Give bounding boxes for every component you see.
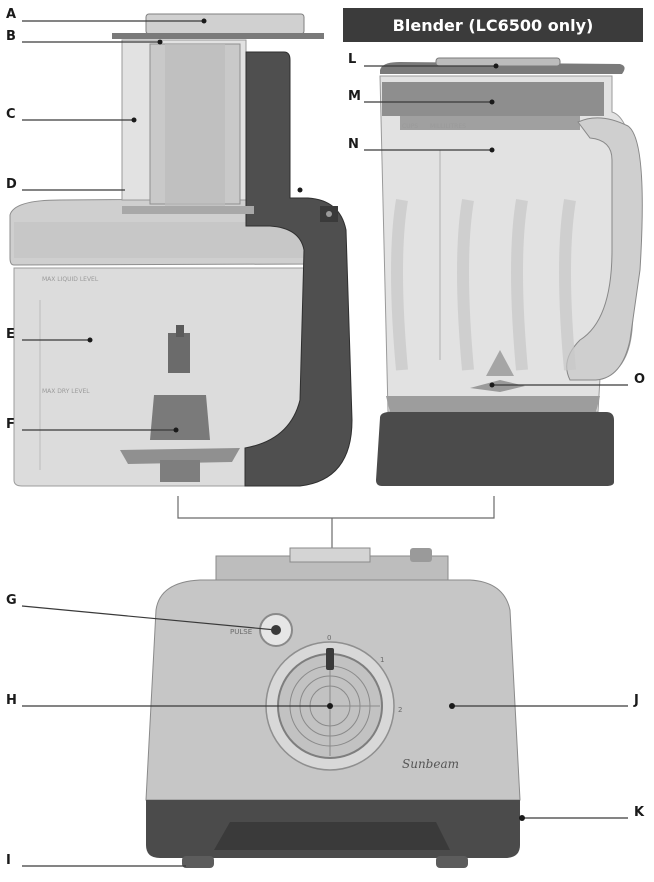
jug-scale-cups: CUPS bbox=[402, 123, 418, 130]
food-processor-bowl: MAX LIQUID LEVEL MAX DRY LEVEL bbox=[10, 14, 352, 486]
label-o: O bbox=[634, 372, 645, 387]
label-i: I bbox=[6, 853, 11, 868]
pulse-label: PULSE bbox=[230, 628, 252, 636]
blender-jug: CUPS MILLILITRES bbox=[376, 58, 642, 486]
label-c: C bbox=[6, 107, 16, 122]
label-d: D bbox=[6, 177, 17, 192]
banner-text: Blender (LC6500 only) bbox=[393, 16, 594, 35]
jug-scale-ml: MILLILITRES bbox=[430, 123, 466, 130]
brand-logo: Sunbeam bbox=[402, 757, 459, 771]
label-h: H bbox=[6, 693, 17, 708]
dial-speed1-mark: 1 bbox=[380, 656, 384, 664]
blender-banner: Blender (LC6500 only) bbox=[343, 8, 643, 42]
max-liquid-level: MAX LIQUID LEVEL bbox=[42, 276, 99, 283]
max-dry-level: MAX DRY LEVEL bbox=[42, 388, 90, 395]
label-k: K bbox=[634, 805, 645, 820]
connector-bracket bbox=[178, 496, 494, 548]
label-b: B bbox=[6, 29, 16, 44]
label-j: J bbox=[633, 693, 639, 708]
label-g: G bbox=[6, 593, 17, 608]
motor-base: PULSE 0 1 2 Sunbeam bbox=[146, 548, 520, 868]
label-l: L bbox=[348, 52, 356, 67]
dial-speed2-mark: 2 bbox=[398, 706, 402, 714]
label-f: F bbox=[6, 417, 15, 432]
dial-off-mark: 0 bbox=[327, 634, 331, 642]
label-n: N bbox=[348, 137, 359, 152]
label-e: E bbox=[6, 327, 15, 342]
label-m: M bbox=[348, 89, 361, 104]
label-a: A bbox=[6, 7, 16, 22]
